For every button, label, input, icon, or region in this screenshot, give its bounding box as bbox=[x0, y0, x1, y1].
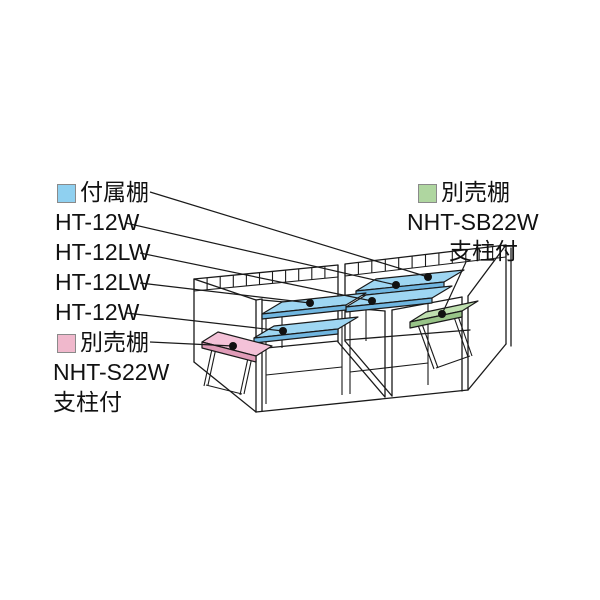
pink-shelf-swatch bbox=[57, 334, 76, 353]
model-label-nht-s22w: NHT-S22W bbox=[53, 359, 170, 385]
leader-lines bbox=[125, 191, 467, 347]
green-shelf-label: 別売棚 bbox=[441, 179, 510, 205]
model-label-ht12lw-1: HT-12LW bbox=[55, 239, 151, 265]
leader-ht12w-2 bbox=[125, 312, 284, 332]
leader-ht12lw-2 bbox=[139, 282, 311, 304]
leader-ht12lw-1 bbox=[139, 252, 373, 302]
model-label-ht12w-1: HT-12W bbox=[55, 209, 140, 235]
mount-dot bbox=[368, 297, 376, 305]
back-fence-left bbox=[193, 264, 339, 292]
pink-shelf-note: 支柱付 bbox=[53, 389, 122, 415]
model-label-nht-sb22w: NHT-SB22W bbox=[407, 209, 539, 235]
pink-shelf-board-edge bbox=[201, 341, 257, 363]
attached-shelf-label: 付属棚 bbox=[80, 179, 149, 205]
mount-dot bbox=[279, 327, 287, 335]
attached-shelf-swatch bbox=[57, 184, 76, 203]
mount-dot bbox=[424, 273, 432, 281]
leader-pink-shelf bbox=[149, 341, 234, 347]
leader-green-shelf bbox=[441, 261, 467, 315]
mount-dot bbox=[229, 342, 237, 350]
green-shelf-swatch bbox=[418, 184, 437, 203]
shelf-board-left-upper-edge bbox=[261, 304, 347, 320]
optional-shelf-pink bbox=[201, 331, 273, 396]
mount-dot bbox=[392, 281, 400, 289]
mount-dot bbox=[306, 299, 314, 307]
model-label-ht12lw-2: HT-12LW bbox=[55, 269, 151, 295]
pink-shelf-label: 別売棚 bbox=[80, 329, 149, 355]
green-shelf-note: 支柱付 bbox=[449, 238, 518, 264]
leader-attached-heading bbox=[149, 191, 429, 278]
mount-dot bbox=[438, 310, 446, 318]
leader-ht12w-1 bbox=[125, 222, 397, 286]
back-fence-right bbox=[344, 244, 507, 277]
model-label-ht12w-2: HT-12W bbox=[55, 299, 140, 325]
mount-dots bbox=[229, 273, 446, 350]
